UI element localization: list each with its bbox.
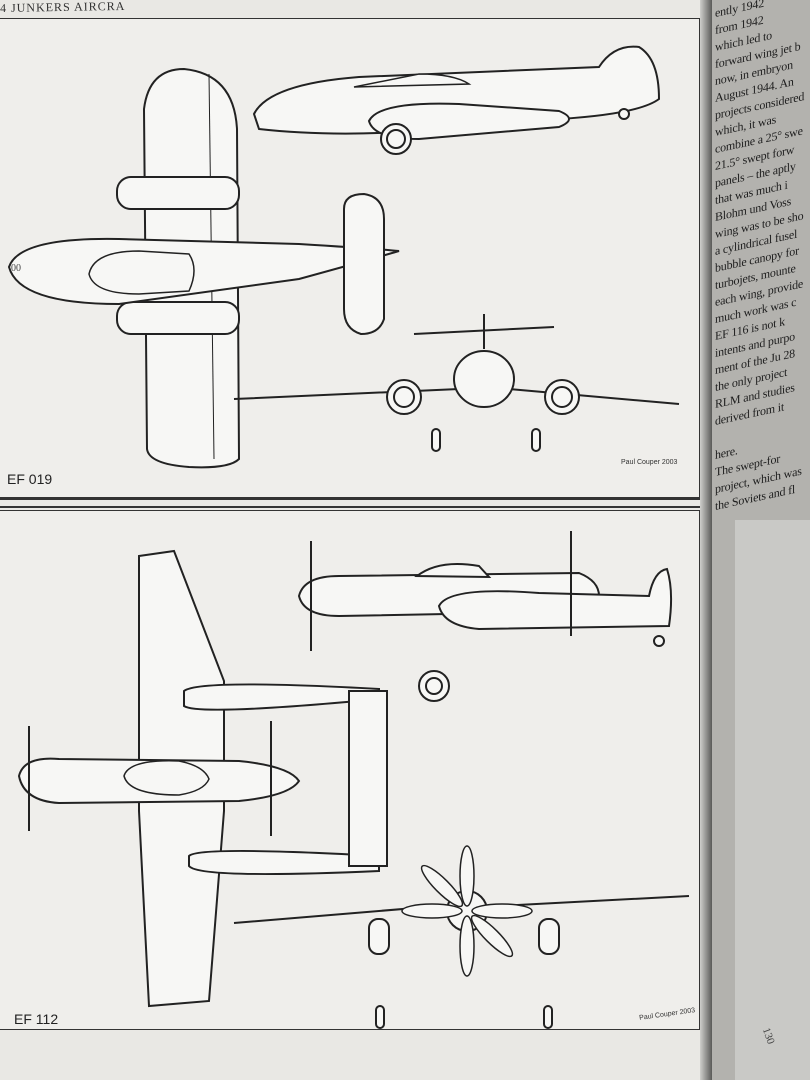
- ef019-drawing-panel: 00 EF 019 Paul Couper 2003: [0, 18, 700, 498]
- divider: [0, 506, 705, 508]
- ef112-drawing-panel: EF 112 Paul Couper 2003: [0, 510, 700, 1030]
- running-head: 4 JUNKERS AIRCRA: [0, 0, 126, 16]
- svg-text:00: 00: [11, 263, 21, 274]
- left-page: 4 JUNKERS AIRCRA 00 EF 019 Pau: [0, 0, 706, 1080]
- panel-label: EF 112: [14, 1011, 59, 1027]
- ef112-three-view-drawing: [17, 531, 690, 1029]
- body-text: ently 1942 from 1942 which led to forwar…: [715, 0, 810, 515]
- ef019-three-view-drawing: 00: [7, 45, 680, 469]
- panel-label: EF 019: [7, 471, 53, 487]
- book-gutter: [700, 0, 712, 1080]
- artist-credit: Paul Couper 2003: [621, 459, 678, 466]
- divider: [0, 498, 705, 500]
- underlying-page: [735, 520, 810, 1080]
